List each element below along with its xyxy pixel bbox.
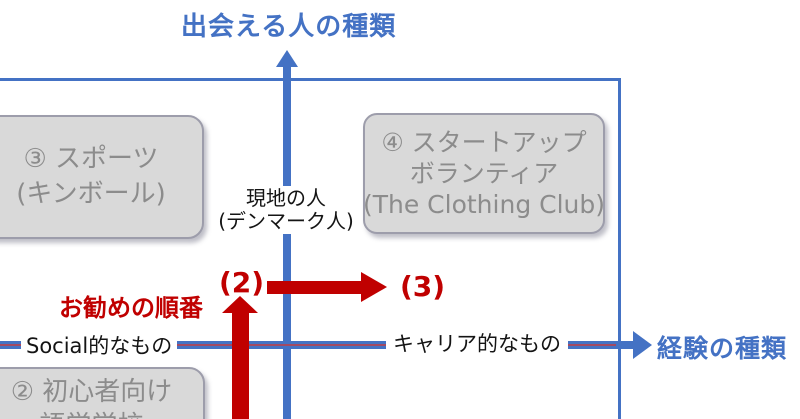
- quadrant-frame: [0, 78, 621, 419]
- box-sports-subtitle: (キンボール): [16, 179, 166, 209]
- recommendation-arrow-up: [232, 312, 249, 419]
- x-axis-right-label: キャリア的なもの: [386, 325, 568, 361]
- recommendation-arrow-up-head-icon: [222, 296, 258, 313]
- y-axis-title: 出会える人の種類: [181, 12, 397, 42]
- y-axis-line: [283, 66, 291, 419]
- center-axis-label: 現地の人 (デンマーク人): [213, 186, 359, 234]
- recommendation-arrow-right: [267, 281, 363, 294]
- x-axis-title: 経験の種類: [657, 334, 788, 363]
- center-axis-label-line2: (デンマーク人): [218, 209, 354, 233]
- x-axis-left-label: Social的なもの: [21, 327, 178, 363]
- box-language-title2: 語学学校: [39, 409, 143, 419]
- y-axis-arrowhead-icon: [276, 50, 298, 67]
- center-axis-label-line1: 現地の人: [246, 186, 326, 210]
- box-startup-title: ④ スタートアップ: [381, 128, 587, 157]
- recommendation-step-2: (2): [219, 266, 265, 299]
- recommendation-arrow-right-head-icon: [361, 272, 387, 302]
- box-sports-title: ③ スポーツ: [23, 144, 159, 174]
- recommendation-order-label: お勧めの順番: [59, 294, 203, 322]
- x-axis-arrowhead-icon: [633, 331, 652, 359]
- recommendation-step-3: (3): [400, 270, 446, 303]
- box-startup-title2: ボランティア: [409, 159, 559, 188]
- x-axis-red-stripe: [0, 344, 616, 346]
- box-startup-subtitle: (The Clothing Club): [362, 190, 606, 219]
- box-startup-volunteer: ④ スタートアップ ボランティア (The Clothing Club): [363, 113, 605, 234]
- box-language-school: ② 初心者向け 語学学校: [0, 367, 205, 419]
- box-language-title: ② 初心者向け: [10, 377, 173, 407]
- box-sports: ③ スポーツ (キンボール): [0, 115, 204, 239]
